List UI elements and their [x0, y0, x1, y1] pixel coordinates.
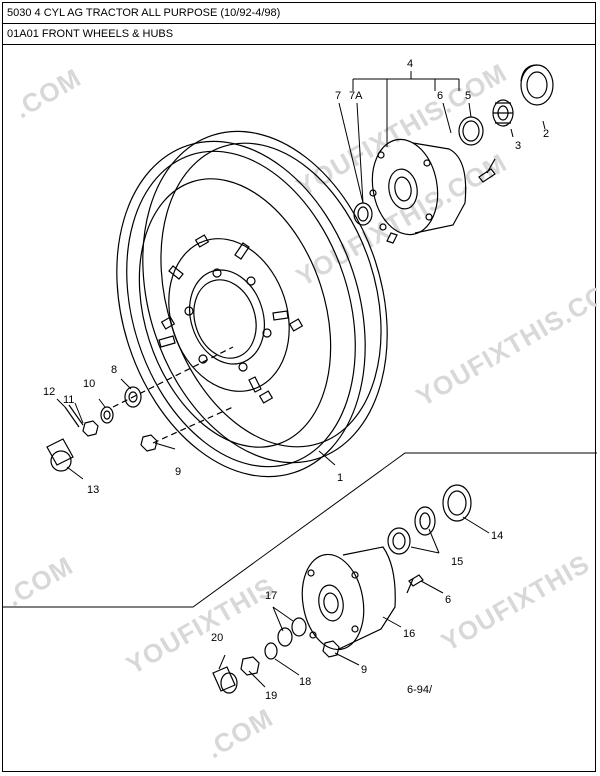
callout-2: 2	[543, 128, 549, 140]
lower-hub-assembly	[212, 484, 472, 694]
left-small-parts	[46, 346, 234, 472]
callout-18: 18	[299, 676, 311, 688]
callout-1: 1	[337, 472, 343, 484]
parts-diagram: .COM YOUFIXTHIS.COM YOUFIXTHIS.COM YOUFI…	[3, 57, 597, 764]
callout-5: 5	[465, 90, 471, 102]
callout-7: 7	[335, 90, 341, 102]
callout-4: 4	[407, 58, 413, 70]
callout-15: 15	[451, 556, 463, 568]
watermark: .COM	[9, 62, 86, 124]
section-divider	[3, 452, 597, 608]
model-title: 5030 4 CYL AG TRACTOR ALL PURPOSE (10/92…	[3, 3, 595, 24]
drawing-code: 6-94/	[407, 684, 433, 696]
watermark: YOUFIXTHIS.COM	[411, 267, 597, 412]
callout-11: 11	[63, 394, 74, 406]
section-title: 01A01 FRONT WHEELS & HUBS	[3, 24, 595, 45]
callout-7a: 7A	[349, 90, 363, 102]
wheel-rim	[116, 130, 388, 478]
callout-20: 20	[211, 632, 223, 644]
callout-9-top: 9	[175, 466, 181, 478]
watermark: YOUFIXTHIS	[121, 571, 280, 680]
callout-6-top: 6	[437, 90, 443, 102]
callout-14: 14	[491, 530, 503, 542]
callout-12: 12	[43, 386, 55, 398]
callout-labels: 1 2 3 4 5 6 7 7A 8 9 9 10 11 12 13 14 15…	[43, 58, 549, 702]
callout-10: 10	[83, 378, 95, 390]
callout-13: 13	[87, 484, 99, 496]
watermark: .COM	[3, 550, 78, 612]
callout-3: 3	[515, 140, 521, 152]
watermark: .COM	[201, 702, 278, 764]
callout-17: 17	[265, 590, 277, 602]
callout-19: 19	[265, 690, 277, 702]
callout-6-bottom: 6	[445, 594, 451, 606]
watermarks: .COM YOUFIXTHIS.COM YOUFIXTHIS.COM YOUFI…	[3, 57, 597, 764]
leader-lines	[56, 71, 546, 688]
callout-8: 8	[111, 364, 117, 376]
callout-16: 16	[403, 628, 415, 640]
callout-9-bottom: 9	[361, 664, 367, 676]
